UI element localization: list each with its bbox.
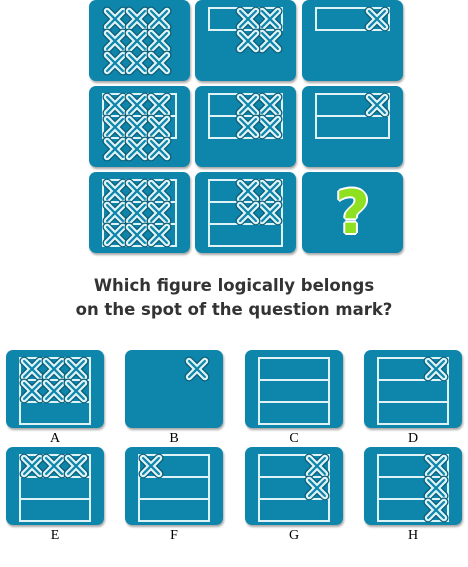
cross-icon	[146, 114, 172, 140]
cross-icon	[257, 6, 283, 32]
cross-icon	[102, 114, 128, 140]
cross-icon	[102, 178, 128, 204]
question-mark-icon: ?	[335, 177, 370, 248]
cross-icon	[146, 6, 172, 32]
box-outline	[138, 454, 210, 522]
box-outline	[377, 357, 449, 425]
cross-icon	[41, 356, 67, 382]
option-label-d[interactable]: D	[407, 431, 419, 446]
cross-icon	[19, 453, 45, 479]
option-label-a[interactable]: A	[49, 431, 61, 446]
box-outline	[258, 454, 330, 522]
cross-icon	[19, 378, 45, 404]
cross-icon	[423, 497, 449, 523]
question-line-1: Which figure logically belongs	[93, 276, 375, 295]
cross-icon	[364, 92, 390, 118]
cross-icon	[423, 475, 449, 501]
cross-icon	[146, 28, 172, 54]
cross-icon	[235, 92, 261, 118]
box-outline	[377, 454, 449, 522]
cross-icon	[124, 28, 150, 54]
cross-icon	[63, 378, 89, 404]
cross-icon	[102, 136, 128, 162]
box-outline	[102, 179, 177, 247]
cross-icon	[235, 114, 261, 140]
cross-icon	[235, 178, 261, 204]
cross-icon	[423, 356, 449, 382]
cross-icon	[124, 50, 150, 76]
cross-icon	[146, 136, 172, 162]
cross-icon	[304, 453, 330, 479]
cross-icon	[124, 222, 150, 248]
option-label-g[interactable]: G	[288, 528, 300, 543]
option-label-c[interactable]: C	[289, 431, 299, 446]
option-e[interactable]	[6, 447, 104, 525]
cross-icon	[124, 92, 150, 118]
matrix-cell-r3c3: ?	[302, 172, 403, 253]
option-c[interactable]	[245, 350, 343, 428]
cross-icon	[146, 50, 172, 76]
cross-icon	[102, 50, 128, 76]
cross-icon	[102, 200, 128, 226]
matrix-cell-r2c1	[89, 86, 190, 167]
cross-icon	[63, 453, 89, 479]
cross-icon	[41, 453, 67, 479]
box-outline	[208, 179, 283, 247]
option-label-b[interactable]: B	[169, 431, 179, 446]
cross-icon	[423, 453, 449, 479]
cross-icon	[257, 178, 283, 204]
box-outline	[19, 357, 91, 425]
box-outline	[208, 7, 283, 31]
cross-icon	[19, 356, 45, 382]
cross-icon	[146, 200, 172, 226]
cross-icon	[257, 200, 283, 226]
matrix-cell-r1c1	[89, 0, 190, 81]
matrix-cell-r2c3	[302, 86, 403, 167]
cross-icon	[102, 6, 128, 32]
cross-icon	[146, 178, 172, 204]
matrix-cell-r3c2	[195, 172, 296, 253]
option-label-f[interactable]: F	[170, 528, 178, 543]
matrix-cell-r2c2	[195, 86, 296, 167]
cross-icon	[124, 178, 150, 204]
question-text: Which figure logically belongs on the sp…	[0, 274, 468, 322]
matrix-cell-r3c1	[89, 172, 190, 253]
cross-icon	[184, 356, 210, 382]
option-b[interactable]	[125, 350, 223, 428]
cross-icon	[146, 222, 172, 248]
option-label-e[interactable]: E	[50, 528, 60, 543]
cross-icon	[124, 114, 150, 140]
cross-icon	[138, 453, 164, 479]
cross-icon	[146, 92, 172, 118]
box-outline	[258, 357, 330, 425]
option-a[interactable]	[6, 350, 104, 428]
cross-icon	[257, 28, 283, 54]
cross-icon	[124, 6, 150, 32]
cross-icon	[124, 200, 150, 226]
cross-icon	[102, 28, 128, 54]
cross-icon	[235, 6, 261, 32]
matrix-cell-r1c2	[195, 0, 296, 81]
box-outline	[19, 454, 91, 522]
option-g[interactable]	[245, 447, 343, 525]
cross-icon	[257, 92, 283, 118]
box-outline	[315, 7, 390, 31]
cross-icon	[364, 6, 390, 32]
option-h[interactable]	[364, 447, 462, 525]
cross-icon	[257, 114, 283, 140]
matrix-cell-r1c3	[302, 0, 403, 81]
cross-icon	[124, 136, 150, 162]
option-d[interactable]	[364, 350, 462, 428]
question-line-2: on the spot of the question mark?	[75, 300, 393, 319]
cross-icon	[304, 475, 330, 501]
cross-icon	[235, 200, 261, 226]
option-label-h[interactable]: H	[407, 528, 419, 543]
cross-icon	[41, 378, 67, 404]
cross-icon	[63, 356, 89, 382]
option-f[interactable]	[125, 447, 223, 525]
cross-icon	[235, 28, 261, 54]
cross-icon	[102, 92, 128, 118]
cross-icon	[102, 222, 128, 248]
